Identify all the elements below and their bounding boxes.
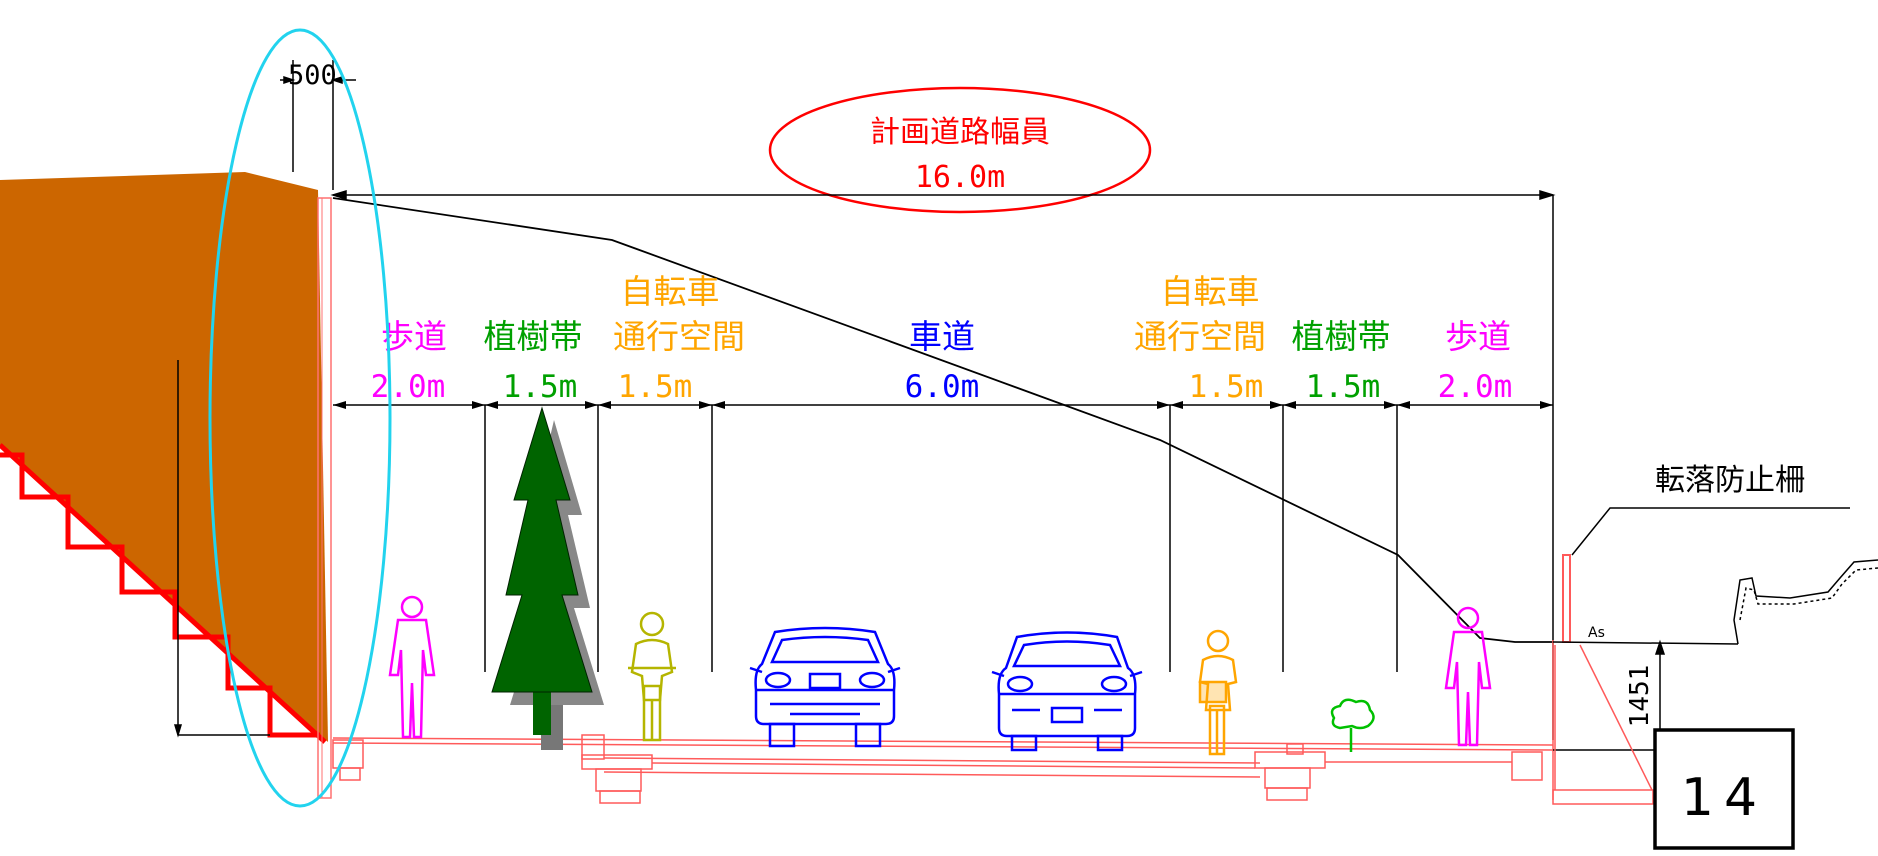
zone-name: 植樹帯 bbox=[484, 317, 583, 356]
top-dimension bbox=[173, 60, 356, 738]
zone-width: 1.5m bbox=[503, 369, 578, 405]
zone-width: 1.5m bbox=[1306, 369, 1381, 405]
fall-prevention-fence bbox=[1562, 554, 1571, 643]
zone-name-line1: 自転車 bbox=[621, 272, 720, 311]
pedestrian-left-icon bbox=[388, 595, 436, 739]
zone-name: 植樹帯 bbox=[1292, 317, 1391, 356]
slope-line bbox=[332, 197, 1553, 643]
right-embankment bbox=[1552, 559, 1878, 751]
zone-bike-right: 自転車 通行空間 1.5m bbox=[1134, 272, 1266, 405]
divider-ticks bbox=[333, 401, 1553, 409]
earth-fill bbox=[0, 172, 328, 742]
zone-dividers bbox=[333, 404, 1553, 672]
retaining-wall bbox=[0, 172, 332, 799]
top-dim-label: 500 bbox=[288, 60, 337, 91]
as-label: As bbox=[1588, 625, 1605, 641]
plan-title: 計画道路幅員 bbox=[870, 115, 1050, 150]
wall-facing bbox=[317, 197, 332, 799]
zone-width: 2.0m bbox=[371, 369, 446, 405]
highlight-ellipse bbox=[208, 28, 392, 808]
zone-width: 6.0m bbox=[905, 369, 980, 405]
zone-planting-right: 植樹帯 1.5m bbox=[1292, 317, 1391, 405]
zone-name: 車道 bbox=[909, 317, 975, 356]
cyclist-right-icon bbox=[1198, 629, 1238, 756]
plan-width: 16.0m bbox=[915, 160, 1005, 195]
zone-name: 歩道 bbox=[1445, 317, 1511, 356]
zone-name: 歩道 bbox=[381, 317, 447, 356]
zone-width: 1.5m bbox=[618, 369, 693, 405]
plan-width-ellipse bbox=[768, 86, 1152, 214]
zone-road: 車道 6.0m bbox=[905, 317, 980, 405]
right-slope-red bbox=[1554, 644, 1653, 791]
cyclist-left-icon bbox=[628, 611, 676, 742]
tree-icon bbox=[491, 406, 604, 750]
zone-width: 2.0m bbox=[1438, 369, 1513, 405]
zone-sidewalk-right: 歩道 2.0m bbox=[1438, 317, 1513, 405]
stair-slope bbox=[0, 443, 327, 744]
zone-name-line2: 通行空間 bbox=[613, 317, 745, 356]
zone-planting-left: 植樹帯 1.5m bbox=[484, 317, 583, 405]
car-right-icon bbox=[991, 631, 1143, 752]
fence-leader bbox=[1571, 507, 1850, 556]
zone-name-line1: 自転車 bbox=[1161, 272, 1260, 311]
shrub-icon bbox=[1330, 698, 1375, 752]
zone-name-line2: 通行空間 bbox=[1134, 317, 1266, 356]
zone-bike-left: 自転車 通行空間 1.5m bbox=[613, 272, 745, 405]
pedestrian-right-icon bbox=[1444, 606, 1492, 747]
page-number-box: 14 bbox=[1653, 728, 1795, 850]
zone-sidewalk-left: 歩道 2.0m bbox=[371, 317, 447, 405]
car-left-icon bbox=[749, 626, 901, 748]
zone-width: 1.5m bbox=[1189, 369, 1264, 405]
height-dim-label: 1451 bbox=[1625, 665, 1655, 728]
page-number: 14 bbox=[1681, 768, 1767, 828]
fence-label: 転落防止柵 bbox=[1655, 463, 1805, 498]
pavement bbox=[332, 640, 1654, 805]
